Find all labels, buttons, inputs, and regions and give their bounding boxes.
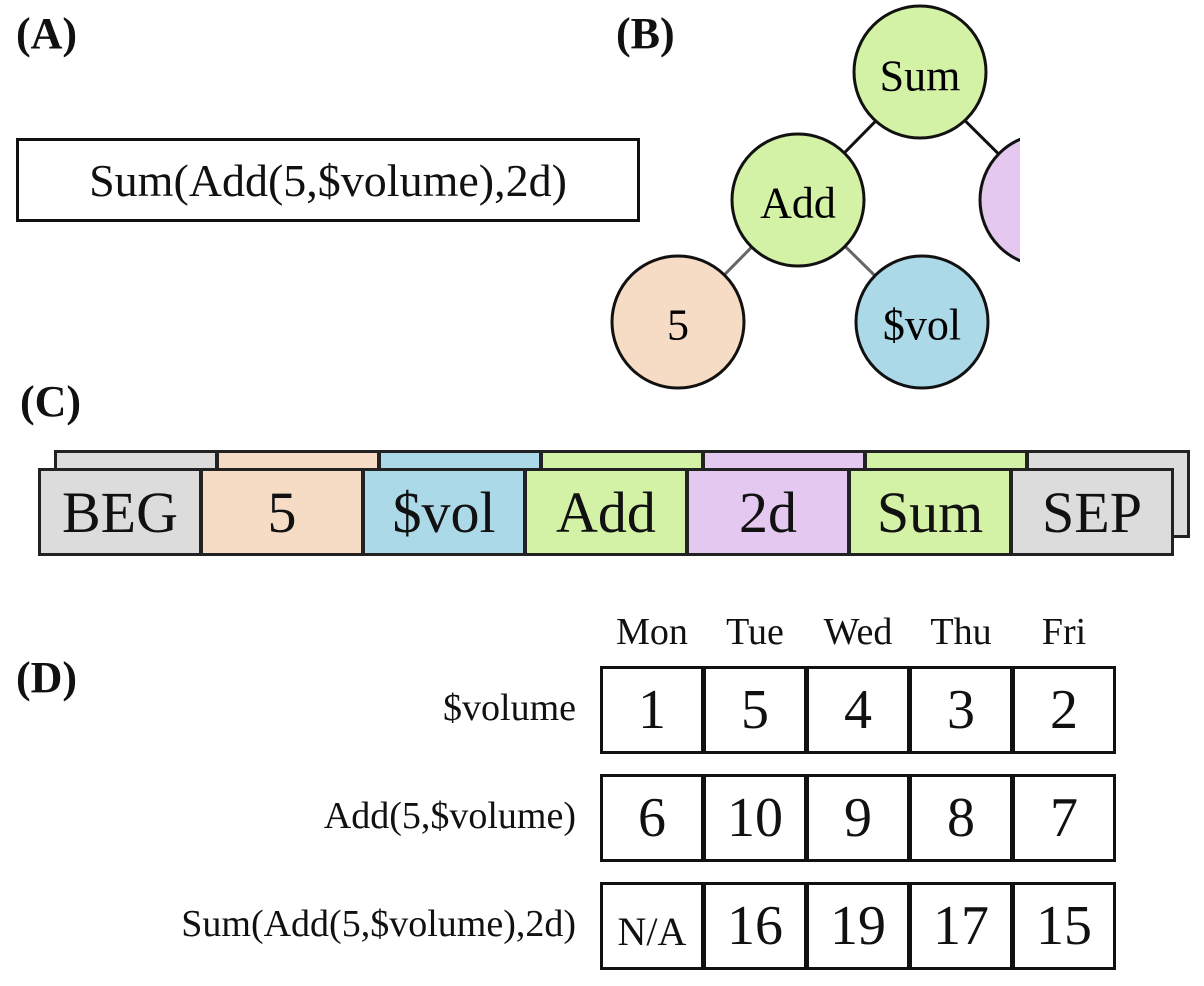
token-cell: 5 [200, 468, 364, 556]
table-cell: 5 [703, 666, 807, 754]
token-cell: Add [524, 468, 688, 556]
row-label: Sum(Add(5,$volume),2d) [181, 903, 576, 945]
day-header: Fri [1041, 611, 1087, 653]
panel-label-d: (D) [16, 653, 78, 702]
table-cell: 6 [600, 774, 704, 862]
day-header: Tue [726, 611, 784, 653]
token-cell: 2d [686, 468, 850, 556]
table-cell: 4 [806, 666, 910, 754]
tree-node-sum: Sum [852, 4, 988, 140]
panel-label-c: (C) [20, 377, 82, 426]
table-cell: 16 [703, 882, 807, 970]
table-cell: 3 [909, 666, 1013, 754]
table-cell: N/A [600, 882, 704, 970]
table-cell: 15 [1012, 882, 1116, 970]
token-cell: Sum [848, 468, 1012, 556]
svg-text:Sum: Sum [880, 52, 961, 101]
token-cell: $vol [362, 468, 526, 556]
table-cell: 19 [806, 882, 910, 970]
table-cell: 8 [909, 774, 1013, 862]
panel-label-a: (A) [16, 9, 78, 58]
svg-text:Add: Add [760, 179, 836, 228]
expression-tree: Sum Add 2d 5 $vol [610, 4, 1020, 390]
day-header: Mon [616, 611, 688, 653]
row-label: Add(5,$volume) [323, 795, 576, 837]
day-header: Wed [823, 611, 893, 653]
day-header: Thu [930, 611, 992, 653]
table-cell: 10 [703, 774, 807, 862]
table-cell: 2 [1012, 666, 1116, 754]
token-cell: BEG [38, 468, 202, 556]
expression-box: Sum(Add(5,$volume),2d) [16, 138, 640, 222]
tree-node-5: 5 [610, 254, 746, 390]
table-cell: 1 [600, 666, 704, 754]
table-cell: 17 [909, 882, 1013, 970]
token-cell: SEP [1010, 468, 1174, 556]
svg-text:$vol: $vol [883, 301, 961, 350]
tree-node-vol: $vol [854, 254, 990, 390]
panel-label-b: (B) [616, 9, 675, 58]
table-cell: 9 [806, 774, 910, 862]
row-label: $volume [443, 687, 576, 729]
tree-node-2d: 2d [978, 137, 1020, 263]
svg-text:5: 5 [667, 301, 689, 350]
tree-node-add: Add [730, 132, 866, 268]
table-cell: 7 [1012, 774, 1116, 862]
